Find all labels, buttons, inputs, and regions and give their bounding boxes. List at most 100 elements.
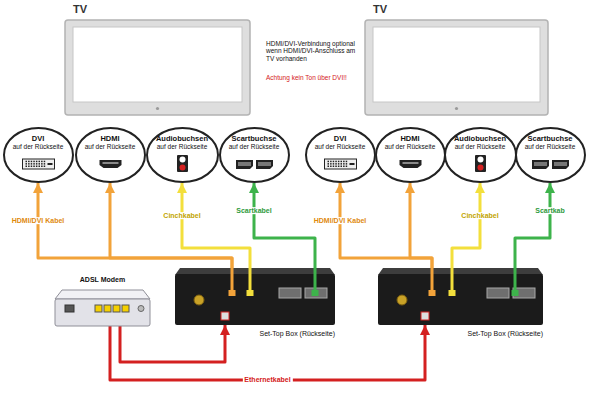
node-heading: ADSL Modem	[45, 276, 160, 284]
ethernet-port	[122, 305, 129, 312]
dvi-pin	[345, 166, 347, 168]
dvi-pin	[335, 166, 337, 168]
node-heading: Set-Top Box (Rückseite)	[260, 330, 335, 338]
scart-socket	[236, 160, 253, 169]
set-top-box-shape	[378, 268, 543, 325]
callout-ellipse	[445, 128, 516, 182]
callout-ellipse	[4, 128, 73, 182]
port-icon	[399, 160, 421, 168]
cable-connector	[110, 183, 232, 268]
connector-callout: DVIauf der Rückseite	[3, 127, 74, 183]
hdmi-contacts	[402, 162, 418, 164]
port-icon	[22, 159, 54, 169]
dvi-pin	[330, 163, 332, 165]
dvi-pin	[41, 163, 43, 165]
tv-frame	[365, 20, 548, 115]
dvi-port	[22, 159, 54, 169]
callout-ellipse	[376, 128, 445, 182]
cable-end	[451, 268, 454, 292]
dvi-pin	[340, 166, 342, 168]
dvi-pin	[43, 166, 45, 168]
audio-jack-red	[179, 165, 185, 171]
dvi-pin	[33, 163, 35, 165]
dvi-pin	[30, 163, 32, 165]
node-text: auf der Rückseite	[385, 143, 436, 150]
audio-jack-red	[477, 165, 483, 171]
dvi-pin	[335, 163, 337, 165]
tv-screen-shape	[365, 20, 548, 115]
audio-block	[177, 155, 188, 172]
cable-connector	[340, 183, 432, 268]
tv-screen-shape	[65, 20, 250, 115]
set-top-box: Set-Top Box (Rückseite)	[378, 268, 543, 325]
scart-contacts	[258, 162, 271, 166]
set-top-box: Set-Top Box (Rückseite)	[175, 268, 335, 325]
cable-end	[231, 268, 234, 292]
dvi-pin	[38, 166, 40, 168]
connector-callout: Scartbuchseauf der Rückseite	[219, 127, 290, 183]
hdmi-port	[99, 160, 121, 168]
port-icon	[236, 160, 273, 169]
port-plug	[229, 290, 236, 296]
node-heading: Audiobuchsen	[156, 135, 208, 143]
ethernet-port	[95, 305, 102, 312]
power-light	[156, 107, 159, 110]
adsl-modem: ADSL Modem	[55, 290, 150, 326]
node-heading: DVI	[32, 135, 45, 143]
dvi-pin	[28, 166, 30, 168]
port-icon	[324, 159, 356, 169]
tv-screen: TV	[65, 20, 250, 115]
dvi-pin	[43, 161, 45, 163]
dvi-pin	[25, 166, 27, 168]
dvi-blade	[47, 163, 52, 165]
cable-end	[314, 268, 317, 292]
ethernet-port	[113, 305, 120, 312]
dvi-pin	[345, 161, 347, 163]
stb-body	[378, 274, 543, 325]
scart-contacts	[534, 162, 547, 166]
note-text: HDMI/DVI-Verbindung optional wenn HDMI/D…	[266, 40, 362, 62]
scart-contacts	[554, 162, 567, 166]
cable-connector	[38, 183, 232, 268]
cable-connector	[182, 183, 250, 268]
power-button	[138, 306, 144, 312]
cable-connector	[254, 183, 315, 268]
hdmi-contacts	[102, 162, 118, 164]
cable-label: HDMI/DVI Kabel	[312, 217, 369, 225]
node-text: auf der Rückseite	[157, 143, 208, 150]
port-plug	[247, 290, 254, 296]
port-icon	[475, 155, 486, 172]
cable-end	[249, 268, 252, 292]
port-icon	[177, 155, 188, 172]
port-plug	[512, 290, 519, 296]
node-text: auf der Rückseite	[455, 143, 506, 150]
callout-ellipse	[147, 128, 218, 182]
scart-socket	[532, 160, 549, 169]
audio-jack-white	[179, 157, 185, 163]
scart-socket	[279, 288, 301, 298]
modem-top	[55, 290, 150, 299]
dvi-pin	[332, 161, 334, 163]
node-text: auf der Rückseite	[315, 143, 366, 150]
port-plug	[312, 290, 319, 296]
cable-label: Cinchkabel	[459, 212, 500, 220]
dvi-pin	[30, 166, 32, 168]
tv-screen-area	[373, 27, 540, 102]
callout-ellipse	[76, 128, 145, 182]
cable-connector	[515, 183, 550, 268]
connector-callout: HDMIauf der Rückseite	[75, 127, 146, 183]
dvi-pin	[343, 161, 345, 163]
connector-callout: HDMIauf der Rückseite	[375, 127, 446, 183]
dvi-pin	[337, 161, 339, 163]
node-heading: HDMI	[100, 135, 119, 143]
audio-jack-white	[477, 157, 483, 163]
node-text: auf der Rückseite	[229, 143, 280, 150]
cable-label: Scartkabel	[234, 207, 273, 215]
dvi-pin	[345, 163, 347, 165]
dvi-pin	[332, 163, 334, 165]
dvi-pin	[35, 166, 37, 168]
node-heading: TV	[73, 3, 87, 15]
port-plug	[449, 290, 456, 296]
cable-end	[514, 268, 517, 292]
